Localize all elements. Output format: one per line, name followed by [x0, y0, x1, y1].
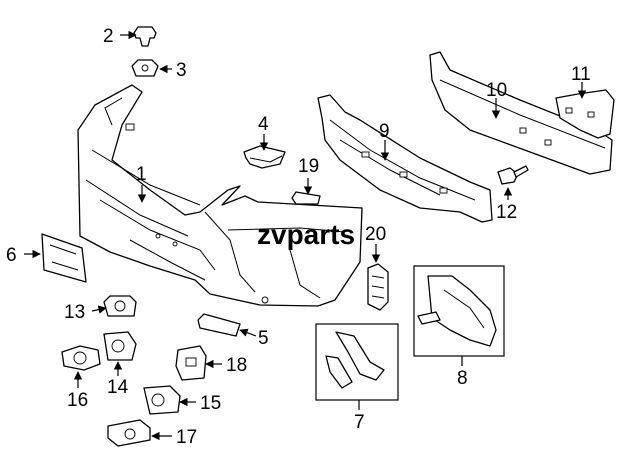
bracket-part[interactable] [243, 145, 286, 169]
callout-15: 15 [200, 393, 221, 414]
parking-sensor-part[interactable] [103, 331, 137, 361]
callout-16: 16 [67, 390, 88, 411]
callout-10: 10 [486, 80, 507, 101]
cover-part[interactable] [291, 191, 321, 205]
callout-4: 4 [258, 114, 269, 135]
detail-box-7 [315, 323, 399, 401]
callout-18: 18 [226, 355, 247, 376]
callout-8: 8 [457, 368, 468, 389]
callout-7: 7 [354, 412, 365, 433]
callout-2: 2 [103, 26, 114, 47]
bumper-cover-part[interactable] [77, 84, 363, 307]
callout-14: 14 [107, 377, 129, 398]
callout-12: 12 [496, 202, 517, 223]
callout-6: 6 [6, 245, 17, 266]
callout-9: 9 [379, 121, 390, 142]
air-guide-part[interactable] [325, 331, 385, 389]
duct-part[interactable] [367, 263, 389, 311]
lamp-garnish-part[interactable] [197, 313, 241, 337]
reinforcement-beam-part[interactable] [429, 51, 613, 175]
callout-1: 1 [136, 164, 147, 185]
callout-17: 17 [176, 427, 197, 448]
leader-lines [24, 30, 587, 441]
watermark-text: zvparts [257, 219, 355, 250]
beam-bracket-part[interactable] [555, 89, 615, 139]
seal-part[interactable] [417, 275, 497, 347]
callout-3: 3 [176, 60, 187, 81]
bolt-part[interactable] [497, 165, 529, 185]
clip-part[interactable] [133, 26, 157, 47]
retainer-part[interactable] [107, 419, 151, 447]
sensor-part[interactable] [61, 345, 101, 371]
energy-absorber-part[interactable] [317, 94, 493, 223]
callout-20: 20 [365, 224, 386, 245]
license-bracket-part[interactable] [41, 233, 87, 283]
sensor-bracket-part[interactable] [143, 385, 181, 415]
callout-13: 13 [64, 302, 85, 323]
callout-19: 19 [298, 156, 319, 177]
sensor-retainer-part[interactable] [103, 295, 137, 317]
callout-11: 11 [571, 64, 591, 85]
sensor-holder-part[interactable] [175, 345, 207, 381]
callout-5: 5 [258, 328, 269, 349]
nut-part[interactable] [131, 59, 159, 77]
detail-box-8 [413, 265, 505, 357]
